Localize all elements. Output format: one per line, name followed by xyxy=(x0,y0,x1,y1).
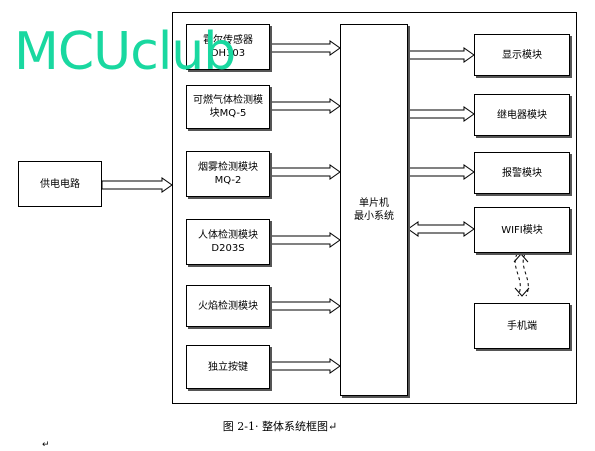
hall-sensor-block: 霍尔传感器 DH303 xyxy=(186,24,270,70)
arrow-sensor-2 xyxy=(269,98,341,114)
wireless-link xyxy=(514,253,529,297)
key-button-label: 独立按键 xyxy=(208,361,248,373)
alarm-module-block: 报警模块 xyxy=(474,152,570,194)
wifi-module-block: WIFI模块 xyxy=(474,207,570,253)
figure-caption: 图 2-1· 整体系统框图↵ xyxy=(222,420,338,433)
gas-sensor-label: 可燃气体检测模 块MQ-5 xyxy=(193,95,263,119)
arrow-output-3 xyxy=(407,164,475,180)
system-frame xyxy=(172,12,577,404)
power-supply-label: 供电电路 xyxy=(40,178,80,190)
human-sensor-block: 人体检测模块 D203S xyxy=(186,219,270,265)
key-button-block: 独立按键 xyxy=(186,345,270,389)
display-module-label: 显示模块 xyxy=(502,49,542,61)
relay-module-block: 继电器模块 xyxy=(474,94,570,136)
paragraph-mark: ↵ xyxy=(42,440,50,450)
arrow-wifi-bidir xyxy=(407,221,475,237)
arrow-sensor-5 xyxy=(269,298,341,314)
wifi-module-label: WIFI模块 xyxy=(501,224,543,236)
mcu-label: 单片机 最小系统 xyxy=(354,198,394,222)
flame-sensor-label: 火焰检测模块 xyxy=(198,300,258,312)
mcu-block: 单片机 最小系统 xyxy=(340,24,408,396)
alarm-module-label: 报警模块 xyxy=(502,167,542,179)
arrow-sensor-6 xyxy=(269,358,341,374)
flame-sensor-block: 火焰检测模块 xyxy=(186,285,270,327)
human-sensor-label: 人体检测模块 D203S xyxy=(198,230,258,254)
mcuclub-watermark: MCUclub xyxy=(14,22,236,82)
arrow-power xyxy=(101,177,173,193)
phone-block: 手机端 xyxy=(474,303,570,349)
smoke-sensor-label: 烟雾检测模块 MQ-2 xyxy=(198,162,258,186)
arrow-sensor-4 xyxy=(269,232,341,248)
arrow-output-1 xyxy=(407,47,475,63)
arrow-output-2 xyxy=(407,106,475,122)
gas-sensor-block: 可燃气体检测模 块MQ-5 xyxy=(186,85,270,129)
arrow-sensor-3 xyxy=(269,164,341,180)
relay-module-label: 继电器模块 xyxy=(497,109,547,121)
phone-label: 手机端 xyxy=(507,320,537,332)
smoke-sensor-block: 烟雾检测模块 MQ-2 xyxy=(186,151,270,197)
display-module-block: 显示模块 xyxy=(474,34,570,76)
power-supply-block: 供电电路 xyxy=(18,161,102,207)
hall-sensor-label: 霍尔传感器 DH303 xyxy=(203,35,253,59)
arrow-sensor-1 xyxy=(269,40,341,56)
